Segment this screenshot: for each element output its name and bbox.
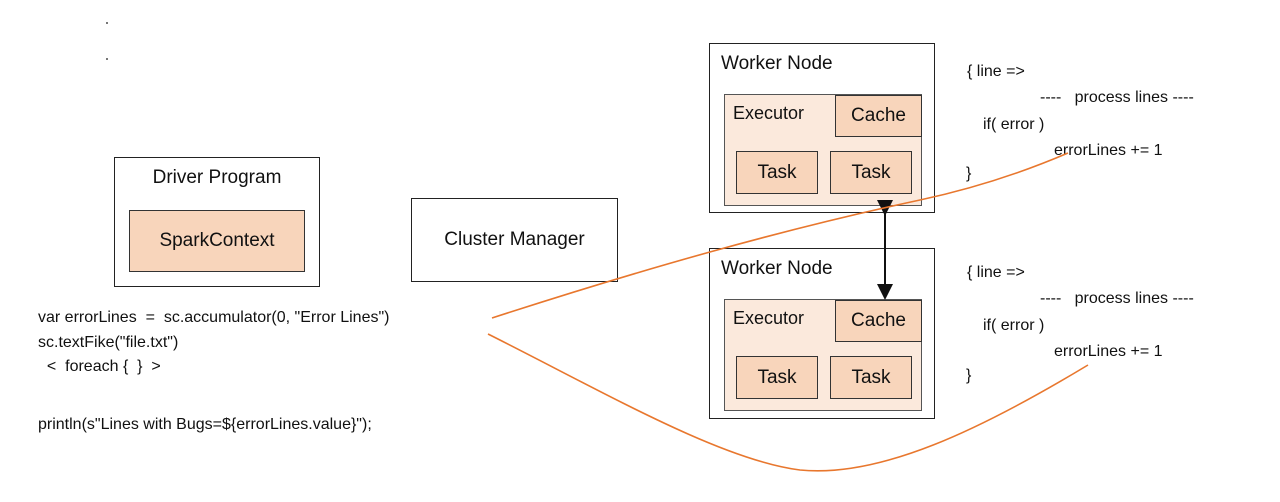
worker-node-title: Worker Node (721, 258, 833, 279)
worker-code-process: ---- process lines ---- (1040, 89, 1194, 106)
driver-program-box: Driver Program SparkContext (114, 157, 320, 287)
executor-label: Executor (733, 308, 805, 328)
spark-context-box: SparkContext (129, 210, 305, 272)
worker-code-increment: errorLines += 1 (1054, 343, 1163, 360)
spark-context-label: SparkContext (159, 230, 275, 251)
task-label: Task (851, 161, 891, 183)
worker-node-2: Worker Node Executor Cache Task Task (709, 248, 935, 419)
worker-node-1: Worker Node Executor Cache Task Task (709, 43, 935, 213)
worker-node-title: Worker Node (721, 53, 833, 74)
task-box: Task (830, 356, 912, 399)
driver-code-line-1: var errorLines = sc.accumulator(0, "Erro… (38, 309, 390, 326)
cluster-manager-box: Cluster Manager (411, 198, 618, 282)
stray-dot (106, 58, 108, 60)
executor-box: Executor Cache Task Task (724, 299, 922, 411)
driver-code-line-3: < foreach { } > (38, 358, 161, 375)
cluster-manager-label: Cluster Manager (444, 229, 585, 250)
accumulator-link-bottom (487, 333, 1089, 472)
cache-box: Cache (835, 95, 922, 137)
task-label: Task (757, 161, 797, 183)
task-label: Task (851, 366, 891, 388)
worker-code-process: ---- process lines ---- (1040, 290, 1194, 307)
worker-code-open: { line => (967, 264, 1025, 281)
driver-code-line-2: sc.textFike("file.txt") (38, 334, 179, 351)
driver-program-title: Driver Program (152, 167, 282, 188)
worker-code-if: if( error ) (983, 317, 1045, 334)
stray-dot (106, 22, 108, 24)
accumulator-link-top (491, 152, 1069, 319)
task-label: Task (757, 366, 797, 388)
worker-code-increment: errorLines += 1 (1054, 142, 1163, 159)
cache-label: Cache (851, 105, 906, 126)
worker-code-close: } (966, 367, 972, 384)
driver-code-line-4: println(s"Lines with Bugs=${errorLines.v… (38, 416, 372, 433)
worker-code-close: } (966, 165, 972, 182)
worker-code-if: if( error ) (983, 116, 1045, 133)
task-box: Task (736, 356, 818, 399)
task-box: Task (736, 151, 818, 194)
executor-label: Executor (733, 103, 805, 123)
worker-code-open: { line => (967, 63, 1025, 80)
executor-box: Executor Cache Task Task (724, 94, 922, 206)
cache-box: Cache (835, 300, 922, 342)
cache-label: Cache (851, 310, 906, 331)
task-box: Task (830, 151, 912, 194)
